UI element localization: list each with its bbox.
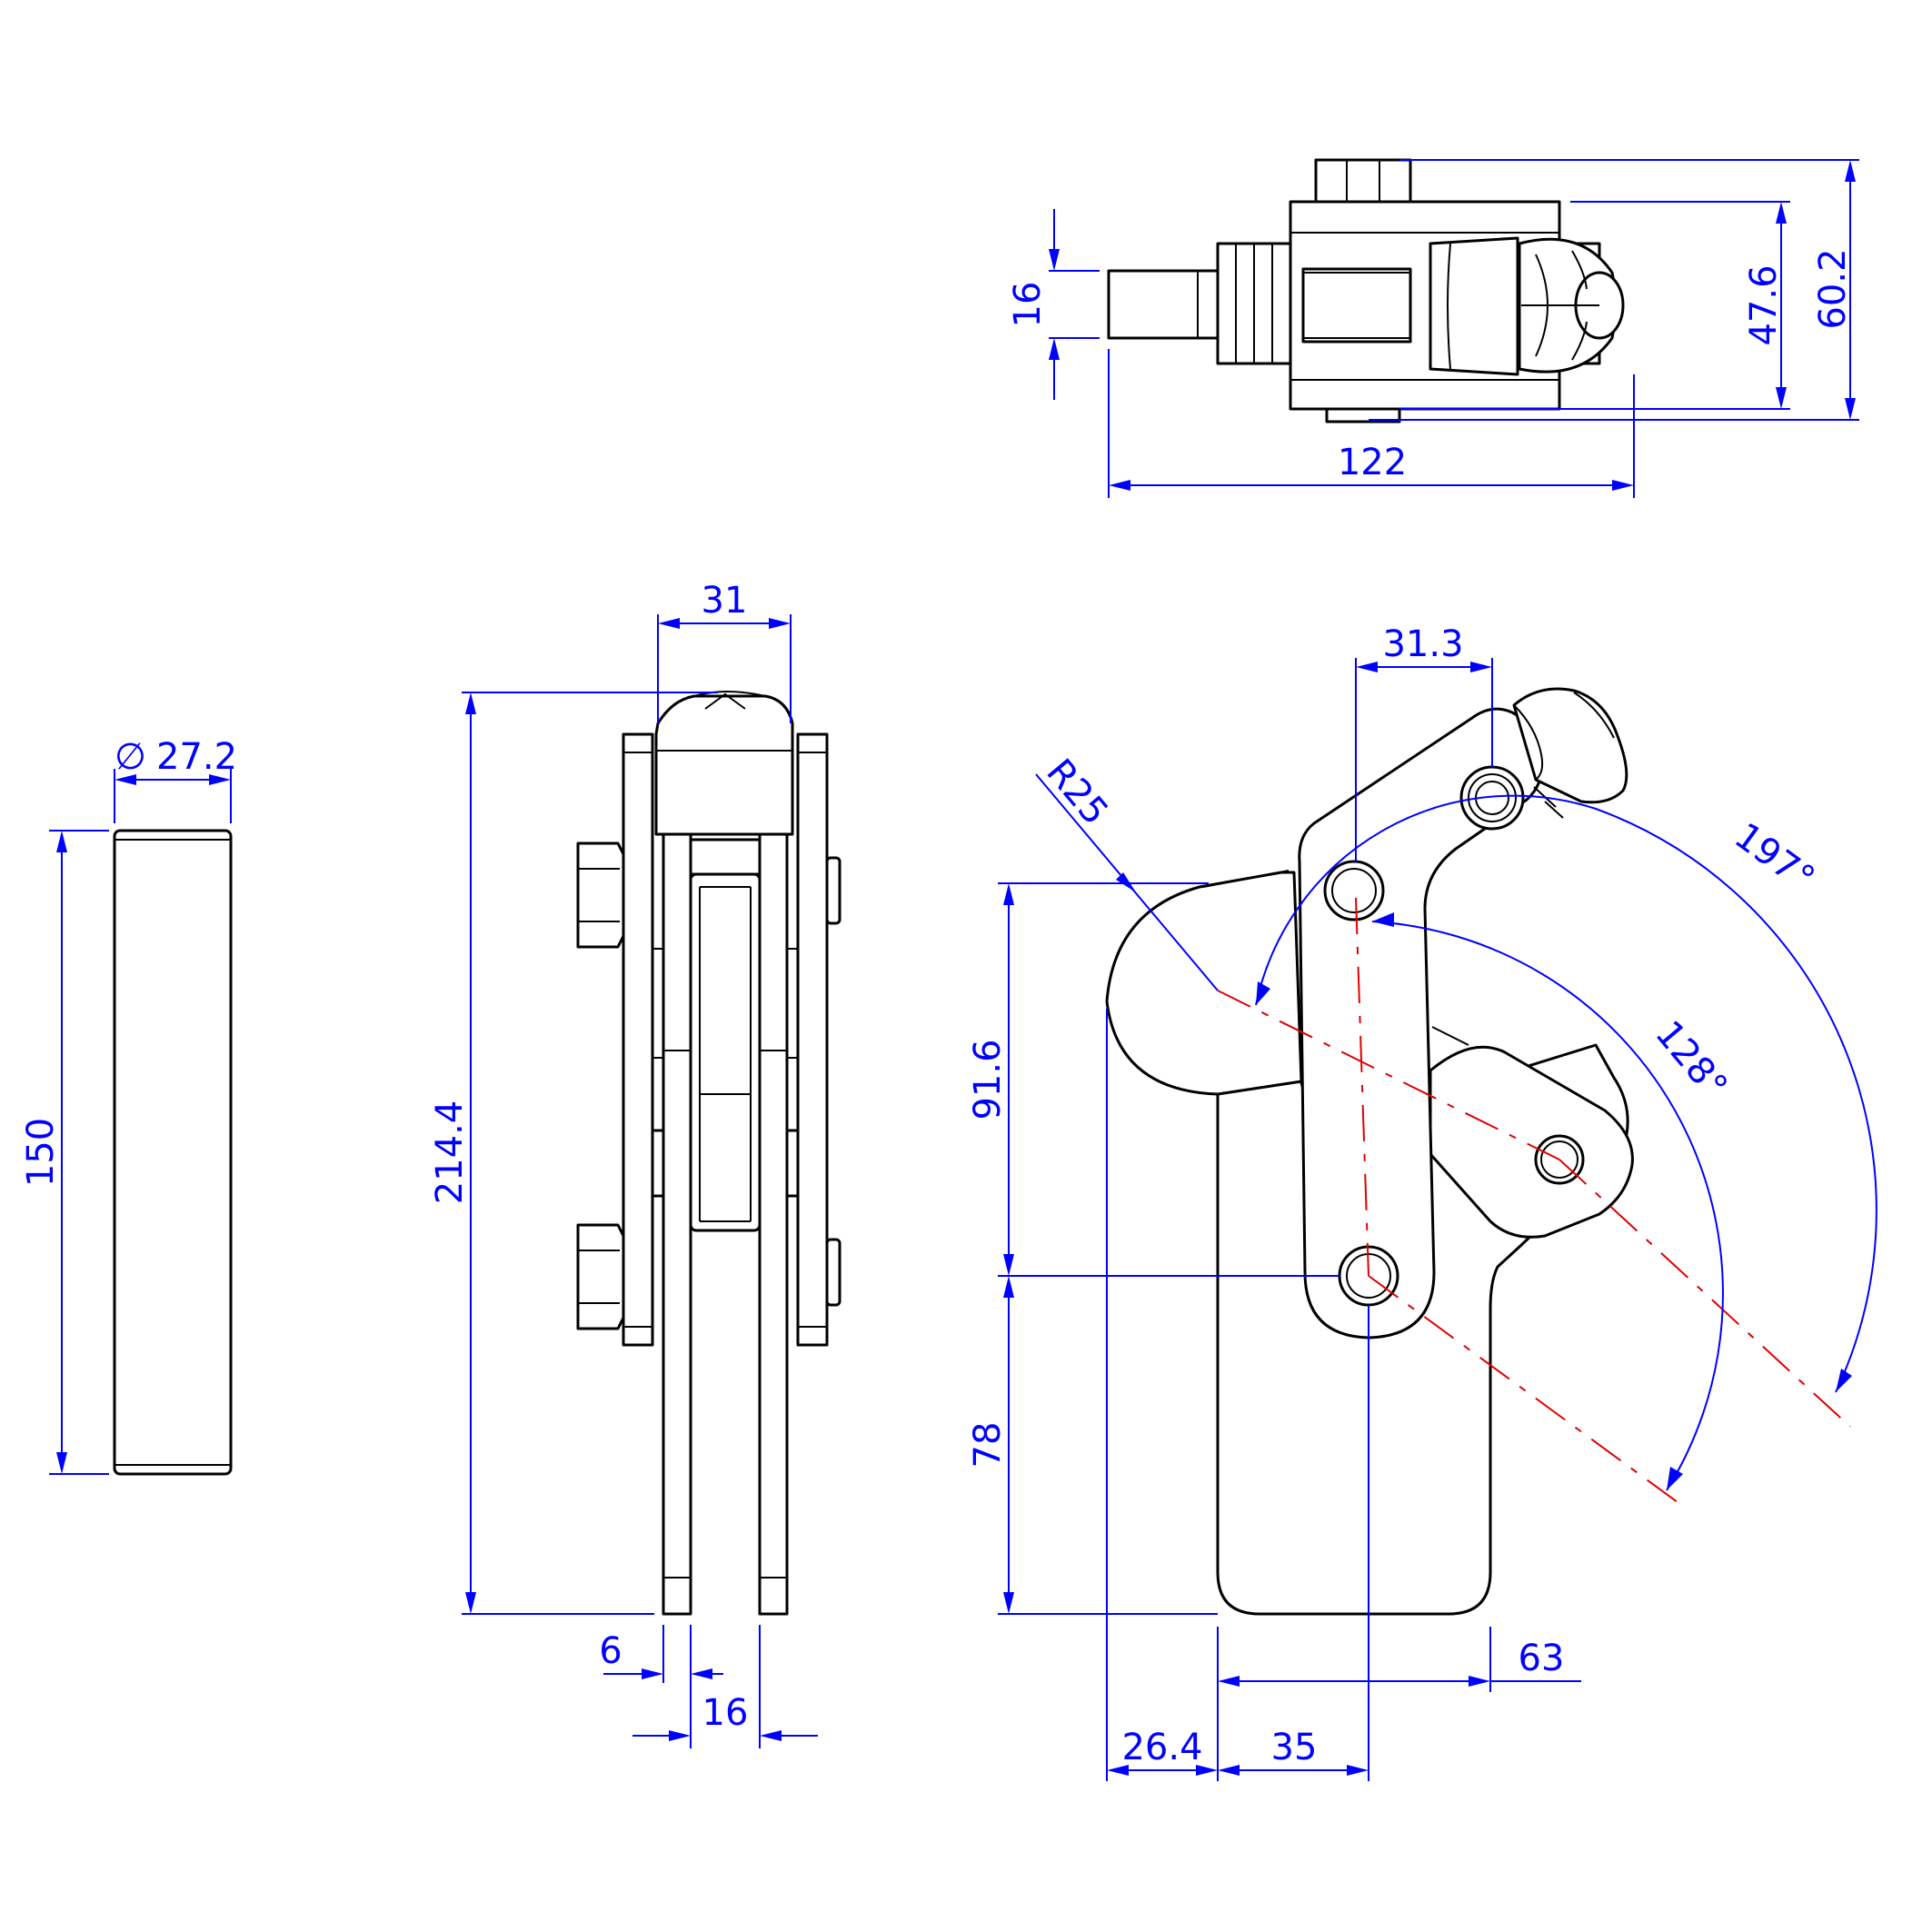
front-arm [689, 872, 762, 1232]
top-pin-block [1301, 267, 1412, 344]
dim-side-radius: R25 [1038, 752, 1116, 833]
side-top-pin [1459, 765, 1525, 831]
dim-side-pivot-offset: 31.3 [1382, 623, 1463, 665]
side-mid-pin [1323, 860, 1385, 921]
dim-pin-diameter-symbol: ∅ [115, 736, 146, 778]
top-view-dimensions: 60.2 47.6 16 122 [1007, 159, 1859, 498]
dim-side-arm-angle: 128° [1647, 1013, 1735, 1107]
dim-side-upper-height: 91.6 [967, 1039, 1009, 1120]
front-view [576, 691, 842, 1616]
dim-front-width: 31 [702, 580, 748, 622]
dim-pin-length: 150 [20, 1118, 62, 1187]
front-right-leg [758, 832, 789, 1616]
pin-view [113, 829, 233, 1476]
dim-top-height: 60.2 [1812, 248, 1854, 329]
dim-top-inner-height: 47.6 [1743, 264, 1785, 345]
dim-side-lower-height: 78 [967, 1422, 1009, 1469]
front-left-leg [662, 832, 692, 1616]
front-bolt-end-upper [825, 856, 842, 925]
dim-side-left-offset: 26.4 [1121, 1727, 1202, 1768]
pin [113, 829, 233, 1476]
front-view-dimensions: 31 214.4 6 16 [429, 580, 818, 1748]
top-arm [1429, 236, 1519, 376]
top-bolt-head [1314, 158, 1412, 204]
side-grip [1512, 687, 1628, 804]
front-right-plate [796, 732, 829, 1347]
dim-front-plate: 6 [599, 1630, 622, 1672]
top-bottom-nut [1325, 407, 1401, 423]
side-lower-link [1429, 1045, 1634, 1239]
pin-dimensions: 150 ∅ 27.2 [20, 736, 237, 1475]
dim-pin-diameter: 27.2 [156, 736, 237, 778]
side-view-centerlines [1217, 897, 1851, 1506]
front-knob [654, 694, 794, 836]
front-nut-upper [576, 842, 625, 949]
top-view [1107, 158, 1625, 423]
dim-top-handle: 16 [1007, 282, 1049, 328]
front-arm-top [689, 838, 762, 876]
side-view [1105, 687, 1634, 1616]
dim-top-width: 122 [1338, 442, 1407, 483]
dim-front-gap: 16 [702, 1692, 749, 1734]
front-nut-lower [576, 1223, 625, 1330]
dim-side-base-width: 63 [1519, 1638, 1565, 1679]
side-lobe [1105, 871, 1303, 1096]
dim-front-height: 214.4 [429, 1100, 471, 1205]
dim-side-pivot-from-base: 35 [1271, 1727, 1318, 1768]
dim-side-handle-angle: 197° [1727, 815, 1822, 901]
front-bolt-end-lower [825, 1238, 842, 1307]
front-left-plate [622, 732, 654, 1347]
